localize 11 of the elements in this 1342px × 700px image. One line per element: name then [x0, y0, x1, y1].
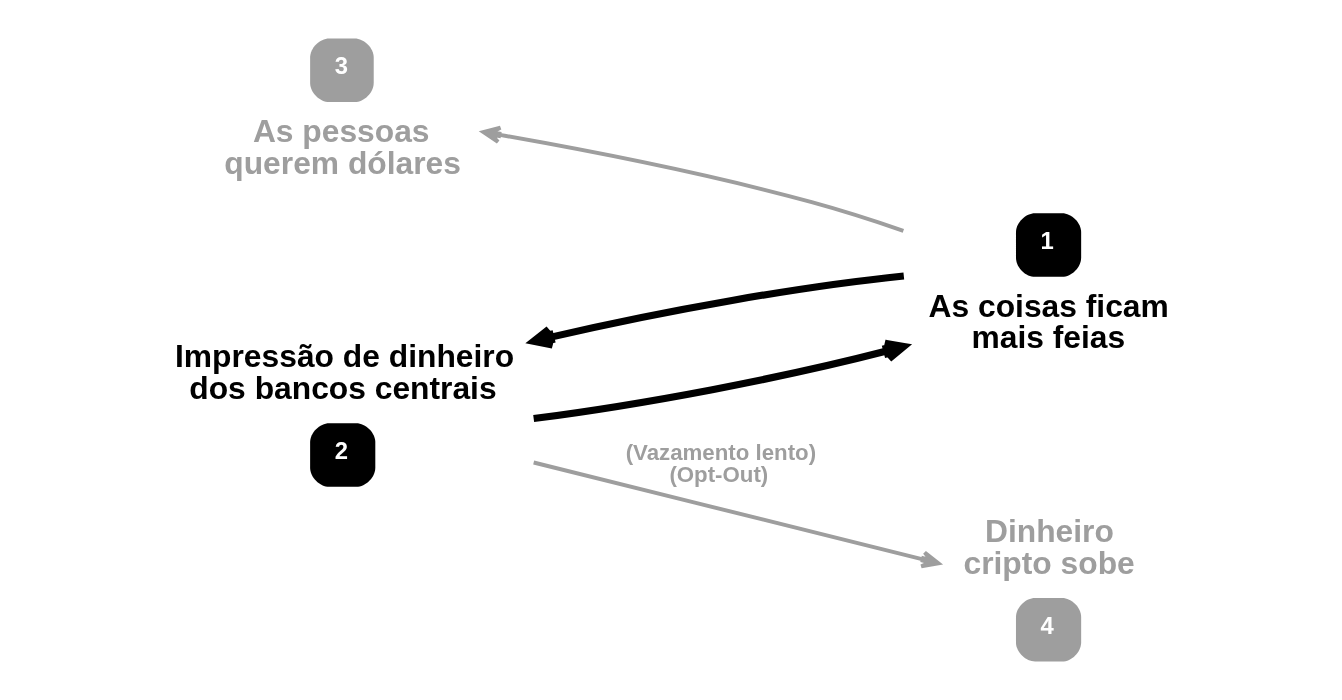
node-label: Dinheiro cripto sobe: [963, 513, 1135, 582]
node-label: As pessoas querem dólares: [224, 112, 461, 181]
node-box: 2: [310, 423, 376, 487]
node-box: 4: [1015, 598, 1082, 662]
edge-label: (Vazamento lento) (Opt-Out): [625, 440, 817, 488]
arrow: [533, 460, 941, 569]
node-box: 3: [310, 38, 374, 102]
node-label: As coisas ficam mais feias: [928, 287, 1169, 356]
node-label: Impressão de dinheiro dos bancos centrais: [175, 338, 515, 407]
node-box: 1: [1015, 213, 1082, 277]
arrow: [481, 125, 904, 233]
